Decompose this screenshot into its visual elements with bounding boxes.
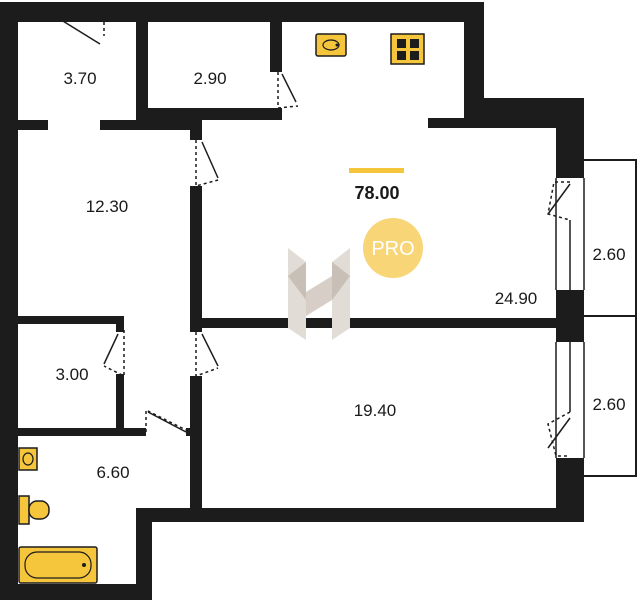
room-area-balcony-bottom: 2.60	[592, 395, 625, 414]
doors	[57, 13, 571, 457]
room-area-wc-top: 2.90	[193, 69, 226, 88]
pro-badge: PRO	[363, 218, 423, 278]
pro-badge-text: PRO	[371, 238, 414, 260]
room-area-storage-top: 3.70	[63, 69, 96, 88]
stove-icon	[390, 33, 425, 65]
room-area-closet: 3.00	[55, 365, 88, 384]
bathroom-sink-icon	[18, 447, 38, 471]
toilet-icon	[18, 495, 50, 525]
room-area-hall: 12.30	[86, 197, 129, 216]
bathtub-icon	[18, 546, 98, 584]
outer-walls	[0, 2, 584, 600]
inner-walls	[14, 22, 556, 508]
room-area-bedroom: 19.40	[354, 401, 397, 420]
total-area-bar	[349, 168, 404, 173]
room-area-kitchen-living: 24.90	[495, 289, 538, 308]
sink-icon	[315, 33, 347, 57]
room-area-balcony-top: 2.60	[592, 245, 625, 264]
total-area: 78.00	[354, 183, 399, 203]
balcony-windows	[555, 178, 585, 458]
balconies	[584, 159, 637, 477]
room-area-bathroom: 6.60	[96, 463, 129, 482]
logo-watermark-icon	[288, 248, 350, 340]
